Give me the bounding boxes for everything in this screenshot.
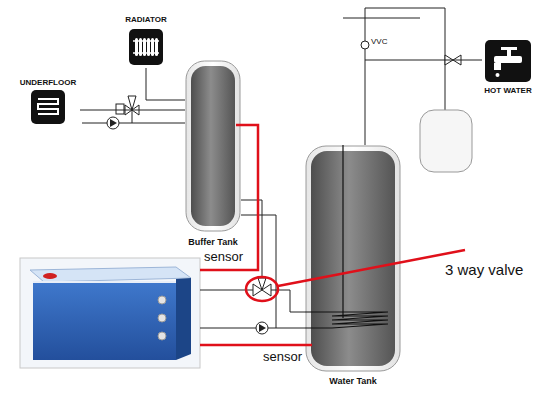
node-label: RADIATOR	[116, 16, 176, 25]
pump-symbol	[110, 119, 117, 127]
node-outline	[31, 90, 65, 124]
tank-shell	[306, 146, 400, 371]
three-way-valve	[258, 278, 266, 290]
highlight-ring	[246, 277, 278, 301]
pump-symbol	[107, 117, 119, 129]
mixing-valve	[128, 96, 136, 110]
node-label: Buffer Tank	[185, 238, 241, 248]
node-label: Water Tank	[305, 377, 401, 387]
heat-pump-top	[30, 267, 191, 282]
heat-pump-front	[33, 282, 176, 360]
buffer-pipe	[241, 200, 276, 328]
tap-stem	[507, 50, 511, 56]
tank-core	[191, 66, 235, 226]
node-outline	[485, 40, 531, 82]
callout-label: 3 way valve	[445, 262, 523, 279]
pipe-connector	[146, 68, 185, 100]
tap-valve	[445, 55, 461, 65]
sensor-wire	[200, 344, 312, 347]
valve-actuator	[116, 104, 124, 114]
node-label: HOT WATER	[482, 87, 534, 96]
icon-tile	[129, 29, 163, 65]
underfloor-loop	[38, 99, 58, 114]
heat-pump-side	[176, 278, 191, 360]
mixing-valve	[361, 41, 369, 49]
node-outline	[185, 60, 241, 232]
pipe-fitting	[158, 314, 166, 322]
tap-spout	[494, 63, 501, 70]
pipe-fitting	[158, 296, 166, 304]
tap-body	[494, 56, 522, 63]
water-tank: Water Tank	[305, 145, 401, 387]
radiator-header	[133, 41, 159, 53]
pipe-fitting	[158, 332, 166, 340]
valve-label: VVC	[371, 38, 387, 47]
pump-symbol	[256, 322, 268, 334]
tank-shell	[186, 61, 240, 231]
node-outline	[305, 145, 401, 372]
water-pipe	[343, 8, 445, 110]
tap-handle	[501, 47, 517, 50]
pipe-connector	[80, 110, 185, 111]
pipe-connector	[365, 60, 482, 145]
pump-symbol	[259, 324, 266, 332]
underfloor-icon: UNDERFLOOR	[16, 79, 80, 125]
heat-pump-edge	[33, 281, 176, 283]
icon-tile	[31, 90, 65, 124]
brand-logo	[43, 273, 57, 279]
node-outline	[129, 29, 163, 65]
expansion-vessel	[420, 110, 472, 172]
sensor-label: sensor	[263, 350, 302, 364]
water-drop	[496, 73, 500, 77]
photo-frame	[20, 258, 200, 368]
sensor-label: sensor	[204, 250, 243, 264]
tank-core	[311, 151, 395, 366]
node-label: UNDERFLOOR	[16, 79, 80, 88]
hot-water-icon: HOT WATER	[482, 40, 534, 96]
icon-tile	[485, 40, 531, 82]
buffer-tank: Buffer Tank	[185, 60, 241, 248]
radiator-icon: RADIATOR	[116, 16, 176, 68]
